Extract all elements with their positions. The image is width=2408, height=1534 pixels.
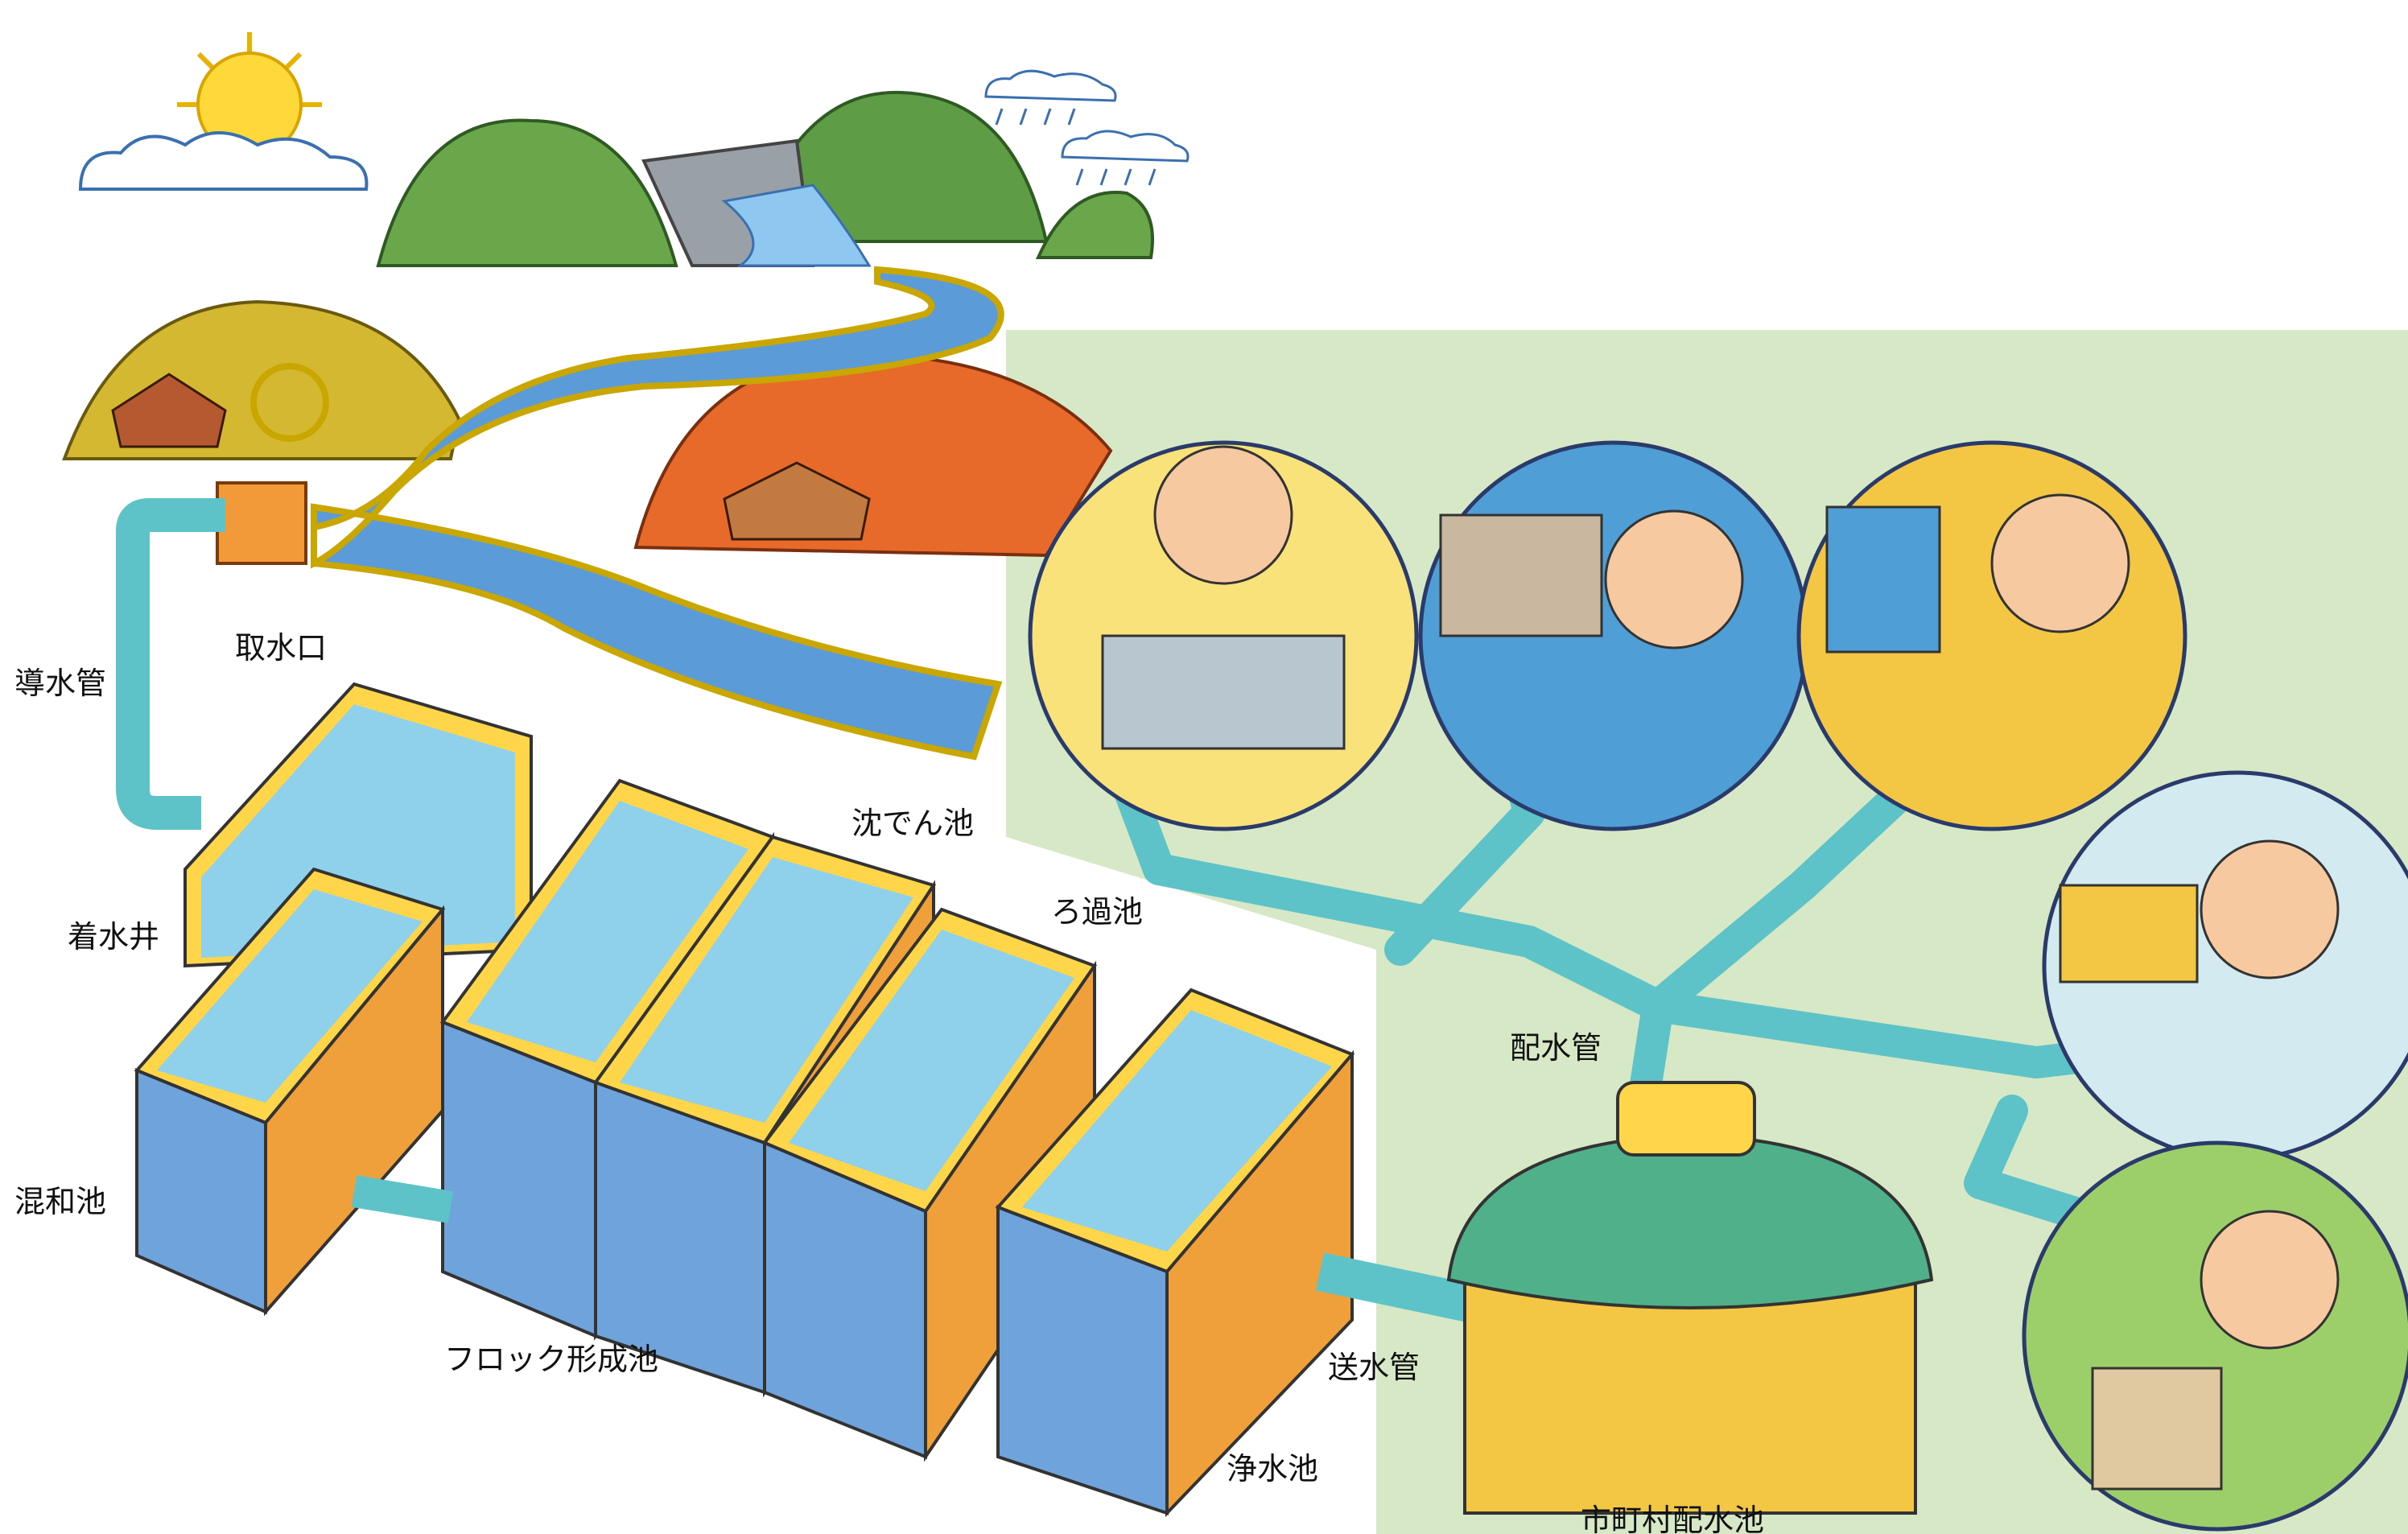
mountain <box>1035 191 1154 259</box>
mixing-tank <box>134 867 446 1317</box>
transmission-pipe-label: 送水管 <box>1328 1350 1420 1385</box>
cloud-icon <box>78 131 369 191</box>
intake-label: 取水口 <box>235 630 328 666</box>
rain-cloud-icon <box>984 69 1117 102</box>
house-icon <box>723 461 871 541</box>
vignette-school-handwashing <box>2042 770 2408 1161</box>
receiving-well-label: 着水井 <box>68 919 160 955</box>
vignette-dishwashing <box>1028 440 1419 831</box>
clear-water-label: 浄水池 <box>1227 1451 1319 1487</box>
clear-water-tank <box>995 988 1355 1517</box>
river <box>311 266 1004 761</box>
intake-gate <box>216 481 307 565</box>
mixing-label: 混和池 <box>14 1184 107 1219</box>
mountain <box>376 118 678 267</box>
filtration-label: ろ過池 <box>1051 894 1144 930</box>
receiving-well-tank <box>183 682 533 968</box>
rain-cloud-icon <box>1061 130 1190 163</box>
rain-icon <box>995 108 1157 186</box>
municipal-reservoir-label: 市町村配水池 <box>1581 1503 1765 1534</box>
sedimentation-label: 沈でん池 <box>851 806 975 841</box>
municipal-reservoir-tank <box>1446 1081 1934 1515</box>
connecting-pipe <box>351 1175 454 1223</box>
waterfall <box>721 184 872 267</box>
vignette-firefighter <box>1796 440 2187 831</box>
conduit-pipe <box>116 498 225 830</box>
house-icon <box>111 373 227 448</box>
conduit-label: 導水管 <box>14 666 107 701</box>
vignette-drinking-fountain <box>2022 1140 2408 1532</box>
vignette-factory-worker <box>1418 440 1809 831</box>
floc-label: フロック形成池 <box>444 1342 659 1377</box>
transmission-pipe <box>1316 1252 1477 1323</box>
valve-wheel-icon <box>250 363 329 442</box>
distribution-pipe-label: 配水管 <box>1510 1030 1602 1066</box>
